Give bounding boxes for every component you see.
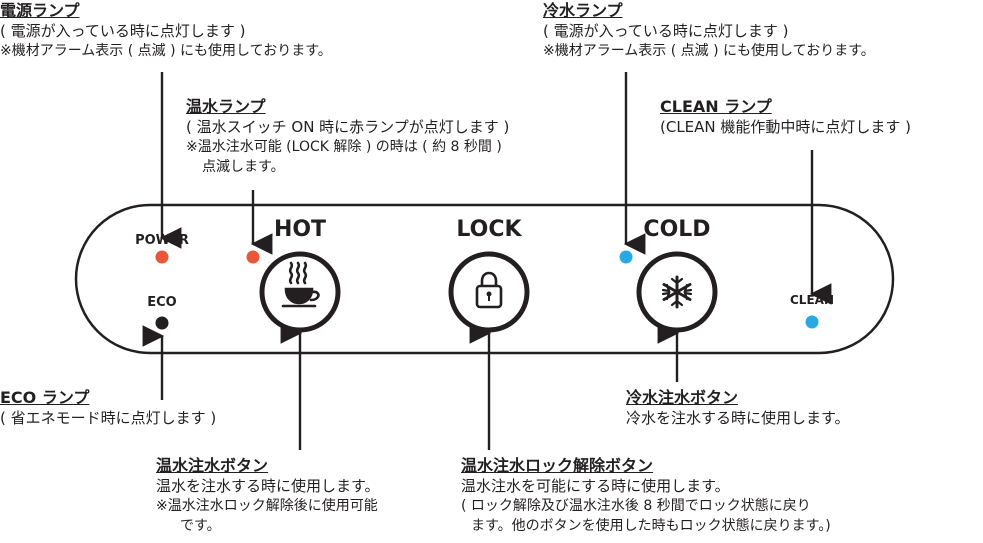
hot-cup-icon — [281, 261, 320, 308]
hot-button[interactable] — [259, 251, 341, 333]
hot-lamp-callout-line2: ※温水注水可能 (LOCK 解除 ) の時は ( 約 8 秒間 ) — [186, 139, 502, 155]
lock-label: LOCK — [456, 217, 522, 242]
lock-button-callout: 温水注水ロック解除ボタン 温水注水を可能にする時に使用します。 ( ロック解除及… — [461, 456, 831, 536]
power-callout-title: 電源ランプ — [0, 1, 80, 20]
leader-lines — [142, 72, 832, 450]
hot-lamp-callout: 温水ランプ ( 温水スイッチ ON 時に赤ランプが点灯します ) ※温水注水可能… — [186, 97, 509, 177]
eco-callout: ECO ランプ ( 省エネモード時に点灯します ) — [0, 388, 216, 428]
hot-lamp-callout-line1: ( 温水スイッチ ON 時に赤ランプが点灯します ) — [186, 118, 510, 136]
hot-button-callout-line1: 温水を注水する時に使用します。 — [156, 477, 380, 495]
hot-lamp-callout-line3: 点滅します。 — [202, 159, 285, 175]
clean-callout-title: CLEAN ランプ — [660, 97, 772, 116]
clean-callout: CLEAN ランプ (CLEAN 機能作動中時に点灯します ) — [660, 97, 911, 137]
cold-button-callout-line1: 冷水を注水する時に使用します。 — [626, 409, 850, 427]
lock-button-callout-line1: 温水注水を可能にする時に使用します。 — [461, 477, 730, 495]
lock-button-callout-line2: ( ロック解除及び温水注水後 8 秒間でロック状態に戻り — [461, 498, 811, 514]
cold-button-callout: 冷水注水ボタン 冷水を注水する時に使用します。 — [626, 388, 850, 428]
lock-button[interactable] — [448, 251, 530, 333]
snowflake-icon — [661, 275, 693, 309]
hot-lamp-callout-title: 温水ランプ — [186, 97, 266, 116]
eco-label: ECO — [147, 295, 176, 310]
clean-callout-line1: (CLEAN 機能作動中時に点灯します ) — [660, 118, 912, 136]
power-callout: 電源ランプ ( 電源が入っている時に点灯します ) ※機材アラーム表示 ( 点滅… — [0, 1, 332, 61]
hot-label: HOT — [274, 217, 326, 242]
hot-lamp — [246, 250, 260, 264]
cold-lamp-callout-line2: ※機材アラーム表示 ( 点滅 ) にも使用しております。 — [543, 43, 875, 59]
cold-button[interactable] — [636, 251, 718, 333]
eco-callout-title: ECO ランプ — [0, 388, 90, 407]
eco-callout-line1: ( 省エネモード時に点灯します ) — [0, 409, 217, 427]
cold-lamp-callout-title: 冷水ランプ — [543, 1, 623, 20]
power-lamp — [155, 250, 169, 264]
clean-lamp — [805, 315, 819, 329]
hot-button-callout: 温水注水ボタン 温水を注水する時に使用します。 ※温水注水ロック解除後に使用可能… — [156, 456, 380, 536]
clean-label: CLEAN — [790, 293, 834, 307]
eco-lamp — [155, 316, 169, 330]
lock-button-callout-title: 温水注水ロック解除ボタン — [461, 456, 654, 475]
cold-lamp-callout: 冷水ランプ ( 電源が入っている時に点灯します ) ※機材アラーム表示 ( 点滅… — [543, 1, 875, 61]
lock-button-callout-line3: ます。他のボタンを使用した時もロック状態に戻ります。) — [471, 518, 831, 534]
hot-button-callout-title: 温水注水ボタン — [156, 456, 269, 475]
hot-button-callout-line3: です。 — [180, 518, 221, 534]
cold-label: COLD — [643, 217, 710, 242]
cold-lamp — [619, 250, 633, 264]
padlock-icon — [475, 271, 503, 309]
power-callout-line1: ( 電源が入っている時に点灯します ) — [0, 22, 246, 40]
hot-button-callout-line2: ※温水注水ロック解除後に使用可能 — [156, 498, 378, 514]
cold-lamp-callout-line1: ( 電源が入っている時に点灯します ) — [543, 22, 789, 40]
cold-button-callout-title: 冷水注水ボタン — [626, 388, 739, 407]
power-callout-line2: ※機材アラーム表示 ( 点滅 ) にも使用しております。 — [0, 43, 332, 59]
